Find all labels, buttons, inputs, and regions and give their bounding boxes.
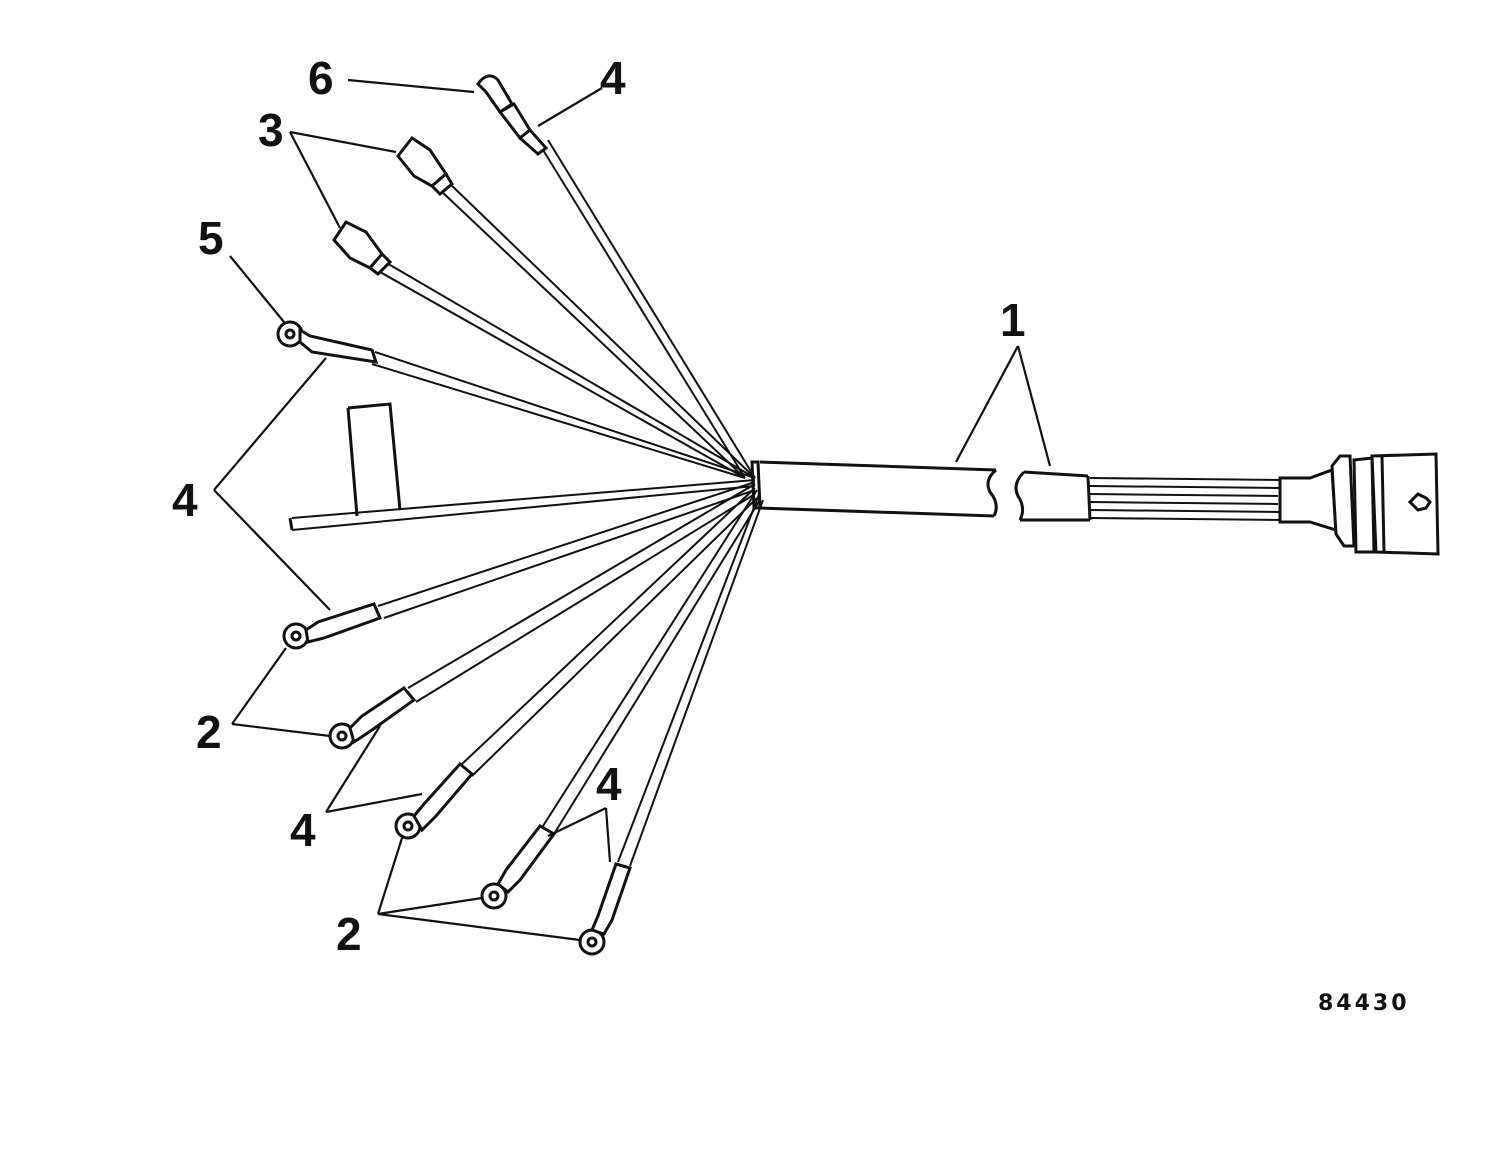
ring-terminal-2a (282, 602, 383, 650)
ring-terminal-5 (276, 320, 379, 364)
harness-wires (291, 139, 764, 867)
callout-5: 5 (198, 212, 224, 264)
ring-terminal-2b (328, 686, 417, 750)
bullet-connector (476, 74, 549, 156)
ring-terminal-2d (480, 824, 557, 910)
callout-1: 1 (1000, 294, 1026, 346)
figure-number: 84430 (1318, 991, 1410, 1016)
female-connector-lower (332, 220, 393, 276)
female-connector-upper (396, 135, 454, 197)
callout-6: 6 (308, 52, 334, 104)
multi-pin-plug (1278, 452, 1440, 556)
callout-4-left: 4 (172, 474, 198, 526)
ring-terminal-2e (578, 862, 632, 956)
callout-4-lower: 4 (596, 758, 622, 810)
ring-terminal-2c (394, 761, 475, 840)
leader-lines (213, 78, 1052, 942)
mounting-tab (288, 402, 402, 531)
main-cable (750, 460, 1092, 522)
callout-3: 3 (258, 104, 284, 156)
callout-4-top: 4 (600, 52, 626, 104)
callout-2-upper: 2 (196, 706, 222, 758)
callout-2-lower: 2 (336, 908, 362, 960)
callout-4-mid: 4 (290, 804, 316, 856)
plug-wires (1089, 477, 1283, 521)
